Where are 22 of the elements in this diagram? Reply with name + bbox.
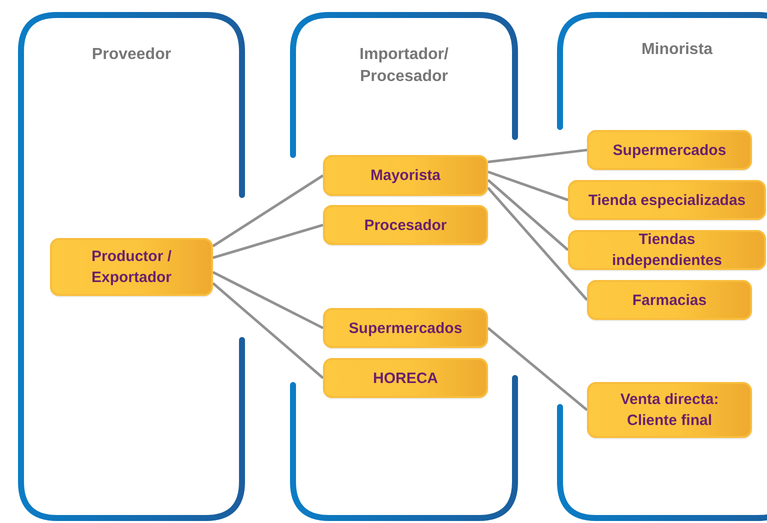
column-heading: Minorista bbox=[640, 40, 714, 60]
connector-line bbox=[212, 282, 324, 379]
column-heading: Importador/ Procesador bbox=[358, 45, 450, 87]
column-heading: Proveedor bbox=[90, 45, 172, 65]
channel-box: Venta directa: Cliente final bbox=[587, 382, 752, 438]
connector-line bbox=[487, 327, 588, 411]
channel-box: HORECA bbox=[323, 358, 488, 398]
channel-box: Tiendas independientes bbox=[568, 230, 766, 270]
connector-line bbox=[488, 148, 588, 164]
channel-box: Tienda especializadas bbox=[568, 180, 766, 220]
channel-box: Supermercados bbox=[587, 130, 752, 170]
connector-line bbox=[212, 174, 324, 248]
connector-line bbox=[212, 271, 324, 330]
connector-line bbox=[212, 224, 324, 259]
channel-box: Mayorista bbox=[323, 155, 488, 196]
channel-box: Supermercados bbox=[323, 308, 488, 348]
channel-box: Productor / Exportador bbox=[50, 238, 213, 296]
channel-box: Procesador bbox=[323, 205, 488, 245]
connector-line bbox=[488, 170, 568, 202]
connector-line bbox=[487, 179, 569, 251]
channel-box: Farmacias bbox=[587, 280, 752, 320]
connector-line bbox=[487, 186, 588, 301]
